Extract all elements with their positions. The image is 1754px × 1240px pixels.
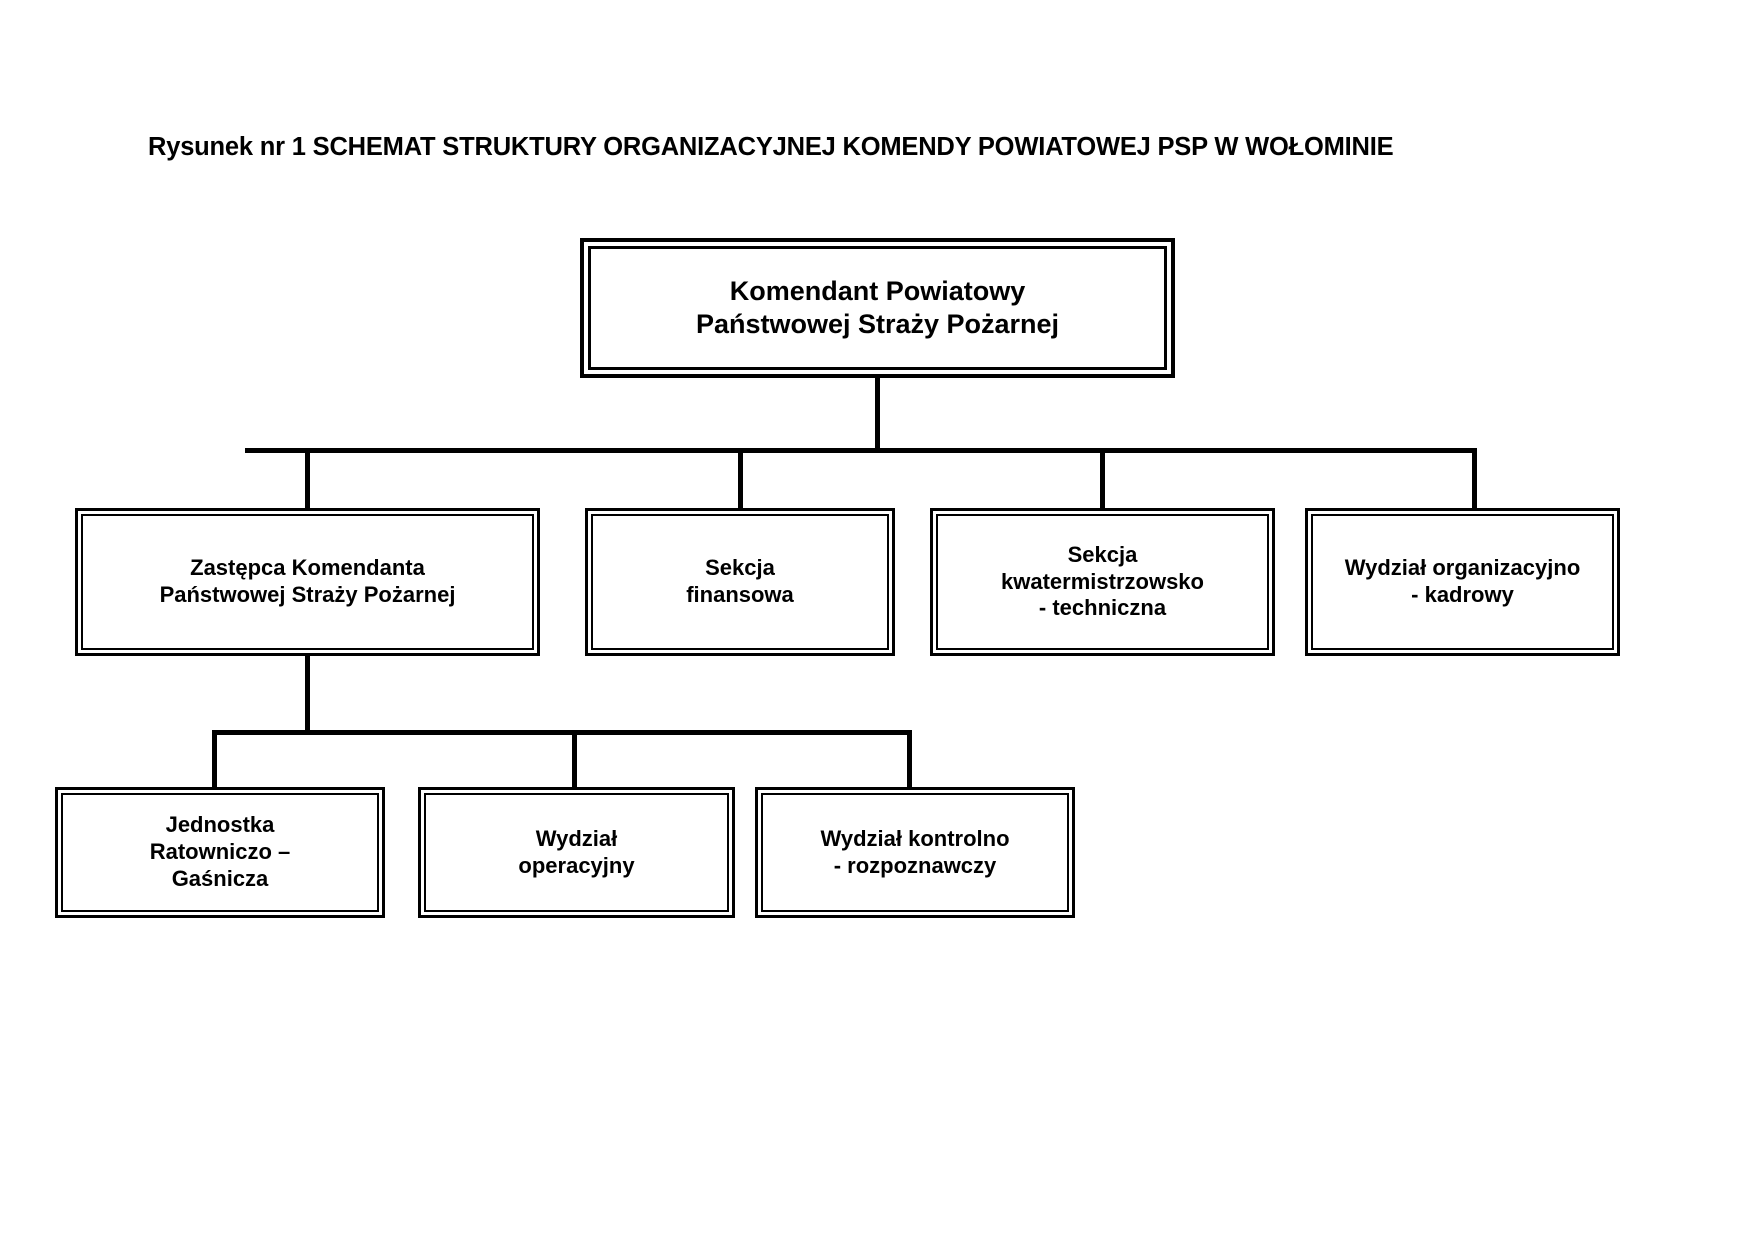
- node-label-zastepca-komendanta: Zastępca Komendanta Państwowej Straży Po…: [159, 555, 456, 607]
- connector-root-stem: [875, 378, 880, 451]
- node-inner-frame: Komendant Powiatowy Państwowej Straży Po…: [588, 246, 1167, 370]
- node-zastepca-komendanta[interactable]: Zastępca Komendanta Państwowej Straży Po…: [75, 508, 540, 656]
- node-label-sekcja-finansowa: Sekcja finansowa: [686, 555, 794, 607]
- connector-drop-zastepca: [305, 448, 310, 510]
- node-inner-frame: Sekcja finansowa: [591, 514, 889, 650]
- node-label-sekcja-kwatermistrzowsko-techniczna: Sekcja kwatermistrzowsko - techniczna: [1001, 541, 1204, 621]
- node-wydzial-operacyjny[interactable]: Wydział operacyjny: [418, 787, 735, 918]
- connector-drop-sekcja-kwatermistrzowska: [1100, 448, 1105, 510]
- node-jednostka-ratowniczo-gasnicza[interactable]: Jednostka Ratowniczo – Gaśnicza: [55, 787, 385, 918]
- connector-drop-wydzial-organizacyjno-kadrowy: [1472, 448, 1477, 510]
- node-label-komendant-powiatowy: Komendant Powiatowy Państwowej Straży Po…: [695, 276, 1060, 339]
- node-label-wydzial-operacyjny: Wydział operacyjny: [518, 825, 635, 878]
- node-inner-frame: Sekcja kwatermistrzowsko - techniczna: [936, 514, 1269, 650]
- node-label-wydzial-kontrolno-rozpoznawczy: Wydział kontrolno - rozpoznawczy: [820, 825, 1010, 878]
- connector-zastepca-stem: [305, 656, 310, 733]
- connector-drop-wydzial-kontrolno-rozpoznawczy: [907, 730, 912, 789]
- node-inner-frame: Wydział organizacyjno - kadrowy: [1311, 514, 1614, 650]
- connector-level3-bus: [212, 730, 912, 735]
- node-inner-frame: Zastępca Komendanta Państwowej Straży Po…: [81, 514, 534, 650]
- connector-drop-jednostka-ratowniczo-gasnicza: [212, 730, 217, 789]
- node-label-jednostka-ratowniczo-gasnicza: Jednostka Ratowniczo – Gaśnicza: [149, 812, 291, 891]
- connector-drop-sekcja-finansowa: [738, 448, 743, 510]
- node-wydzial-kontrolno-rozpoznawczy[interactable]: Wydział kontrolno - rozpoznawczy: [755, 787, 1075, 918]
- node-wydzial-organizacyjno-kadrowy[interactable]: Wydział organizacyjno - kadrowy: [1305, 508, 1620, 656]
- page-title: Rysunek nr 1 SCHEMAT STRUKTURY ORGANIZAC…: [148, 133, 1394, 161]
- node-komendant-powiatowy[interactable]: Komendant Powiatowy Państwowej Straży Po…: [580, 238, 1175, 378]
- connector-level2-bus: [245, 448, 1475, 453]
- node-inner-frame: Wydział kontrolno - rozpoznawczy: [761, 793, 1069, 912]
- node-inner-frame: Jednostka Ratowniczo – Gaśnicza: [61, 793, 379, 912]
- node-label-wydzial-organizacyjno-kadrowy: Wydział organizacyjno - kadrowy: [1344, 555, 1581, 607]
- node-sekcja-kwatermistrzowsko-techniczna[interactable]: Sekcja kwatermistrzowsko - techniczna: [930, 508, 1275, 656]
- node-sekcja-finansowa[interactable]: Sekcja finansowa: [585, 508, 895, 656]
- node-inner-frame: Wydział operacyjny: [424, 793, 729, 912]
- connector-drop-wydzial-operacyjny: [572, 730, 577, 789]
